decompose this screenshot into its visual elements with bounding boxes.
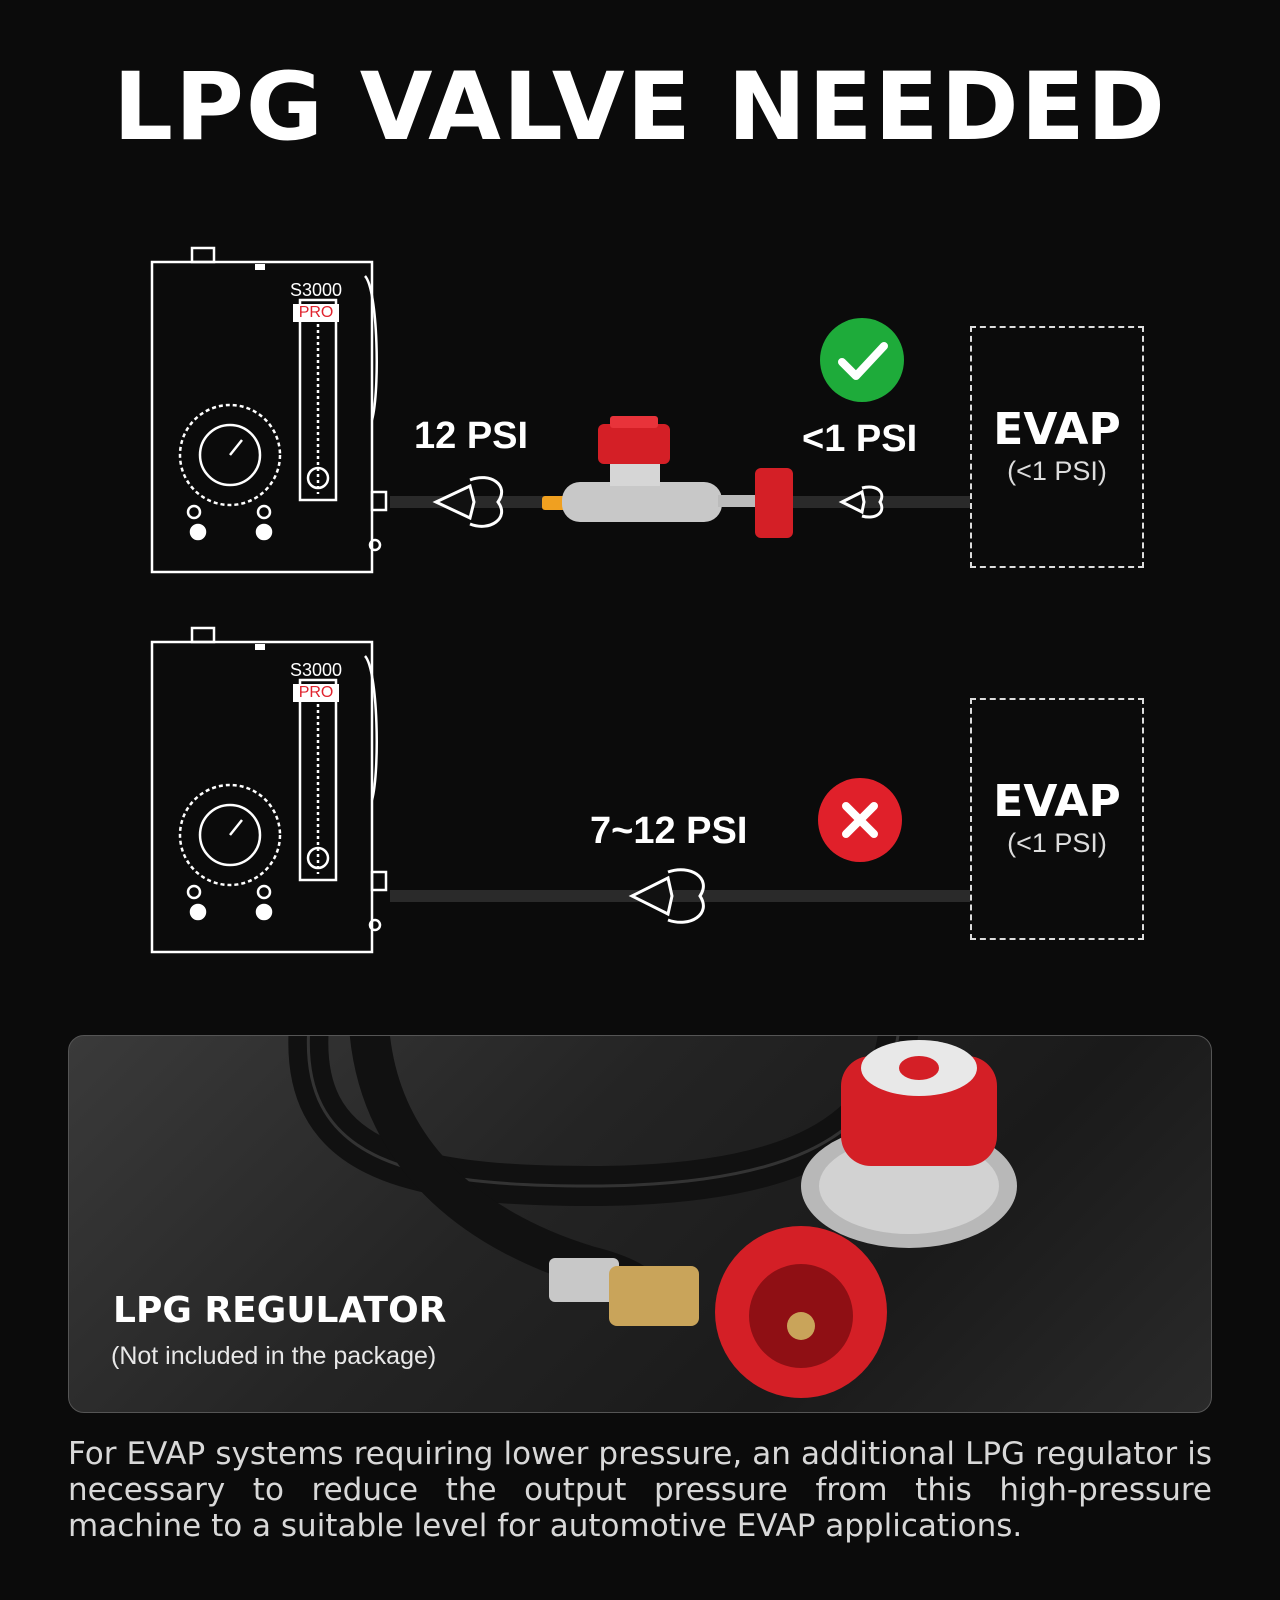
- smoke-machine-outline-icon: [150, 626, 388, 954]
- evap-target-box: EVAP (<1 PSI): [970, 326, 1144, 568]
- description-text: For EVAP systems requiring lower pressur…: [68, 1436, 1212, 1544]
- regulator-photo-icon: [288, 1036, 1017, 1398]
- pro-badge: PRO: [292, 304, 340, 322]
- hose-line: [390, 416, 970, 538]
- evap-pressure: (<1 PSI): [1007, 456, 1107, 487]
- smoke-machine: S3000 PRO: [150, 620, 410, 960]
- psi-label: 7~12 PSI: [590, 810, 748, 852]
- regulator-illustration: [542, 416, 793, 538]
- evap-target-box: EVAP (<1 PSI): [970, 698, 1144, 940]
- pro-badge: PRO: [292, 684, 340, 702]
- input-psi-label: 12 PSI: [414, 415, 529, 457]
- page-title: LPG VALVE NEEDED: [113, 53, 1167, 162]
- machine-model-label: S3000 PRO: [290, 280, 342, 322]
- evap-title: EVAP: [993, 404, 1121, 455]
- diagram-row-without-regulator: S3000 PRO 7~12 PSI EVAP (<1 PSI): [0, 620, 1280, 960]
- machine-model-label: S3000 PRO: [290, 660, 342, 702]
- regulator-panel: LPG REGULATOR (Not included in the packa…: [68, 1035, 1212, 1413]
- panel-subtitle: (Not included in the package): [111, 1342, 437, 1370]
- panel-title: LPG REGULATOR: [113, 1290, 447, 1331]
- evap-title: EVAP: [993, 776, 1121, 827]
- model-name: S3000: [290, 280, 343, 300]
- diagram-row-with-regulator: S3000 PRO 12 PSI <1 PSI: [0, 240, 1280, 580]
- evap-pressure: (<1 PSI): [1007, 828, 1107, 859]
- smoke-machine-outline-icon: [150, 246, 388, 574]
- hose-line: [390, 868, 970, 924]
- check-icon: [820, 318, 904, 402]
- cross-icon: [818, 778, 902, 862]
- smoke-machine: S3000 PRO: [150, 240, 410, 580]
- output-psi-label: <1 PSI: [802, 418, 918, 460]
- model-name: S3000: [290, 660, 343, 680]
